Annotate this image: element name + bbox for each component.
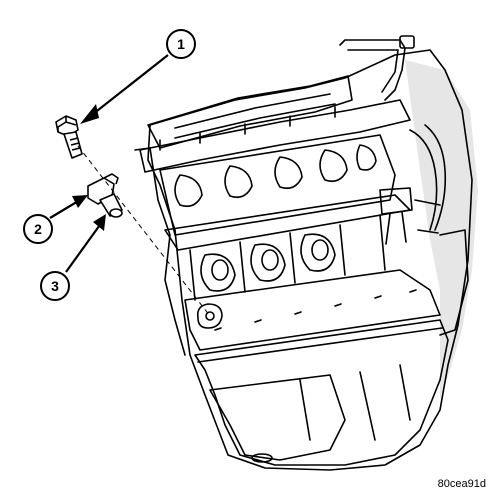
callout-2: 2 [23, 214, 53, 244]
oil-pan-sump [209, 374, 346, 461]
oil-pan-flange [197, 327, 443, 363]
skirt-bolts [214, 289, 417, 331]
leader-lines [49, 54, 169, 273]
callout-1-label: 1 [177, 36, 185, 52]
timing-cover [439, 229, 469, 336]
cylinder-bores [200, 233, 336, 292]
arrowheads [72, 104, 106, 231]
leader-1 [87, 54, 169, 119]
front-bracket [134, 147, 186, 356]
sensor-part [87, 173, 123, 218]
engine-block-illustration [134, 35, 478, 471]
head-bolt-row [159, 106, 336, 151]
cylinder-head [139, 99, 411, 173]
callout-2-label: 2 [34, 221, 42, 237]
block-ribs [189, 214, 386, 301]
coolant-pipes [409, 124, 447, 234]
arrowhead-1 [80, 104, 99, 124]
engine-side-shading [405, 60, 478, 400]
alignment-line [77, 145, 211, 317]
sensor-bore [205, 311, 215, 321]
bolt-part [55, 115, 83, 159]
leader-3 [65, 221, 103, 273]
wiring-connector [379, 187, 413, 245]
fill-cap [399, 35, 415, 49]
engine-outline [147, 49, 473, 471]
arrowhead-3 [93, 214, 106, 231]
callout-3-label: 3 [51, 278, 59, 294]
exhaust-ports [174, 144, 377, 208]
sensor-boss [196, 303, 223, 329]
arrowhead-2 [72, 195, 88, 208]
callout-3: 3 [40, 271, 70, 301]
valve-cover-ribs [174, 93, 336, 139]
oil-pan-ribs [299, 364, 411, 441]
callout-1: 1 [166, 29, 196, 59]
block-skirt [184, 269, 441, 351]
oil-pan [194, 319, 449, 466]
manifold-flange [159, 134, 396, 236]
drain-plug [251, 453, 273, 463]
leader-2 [49, 199, 81, 219]
figure-code: 80cea91d [438, 478, 486, 490]
